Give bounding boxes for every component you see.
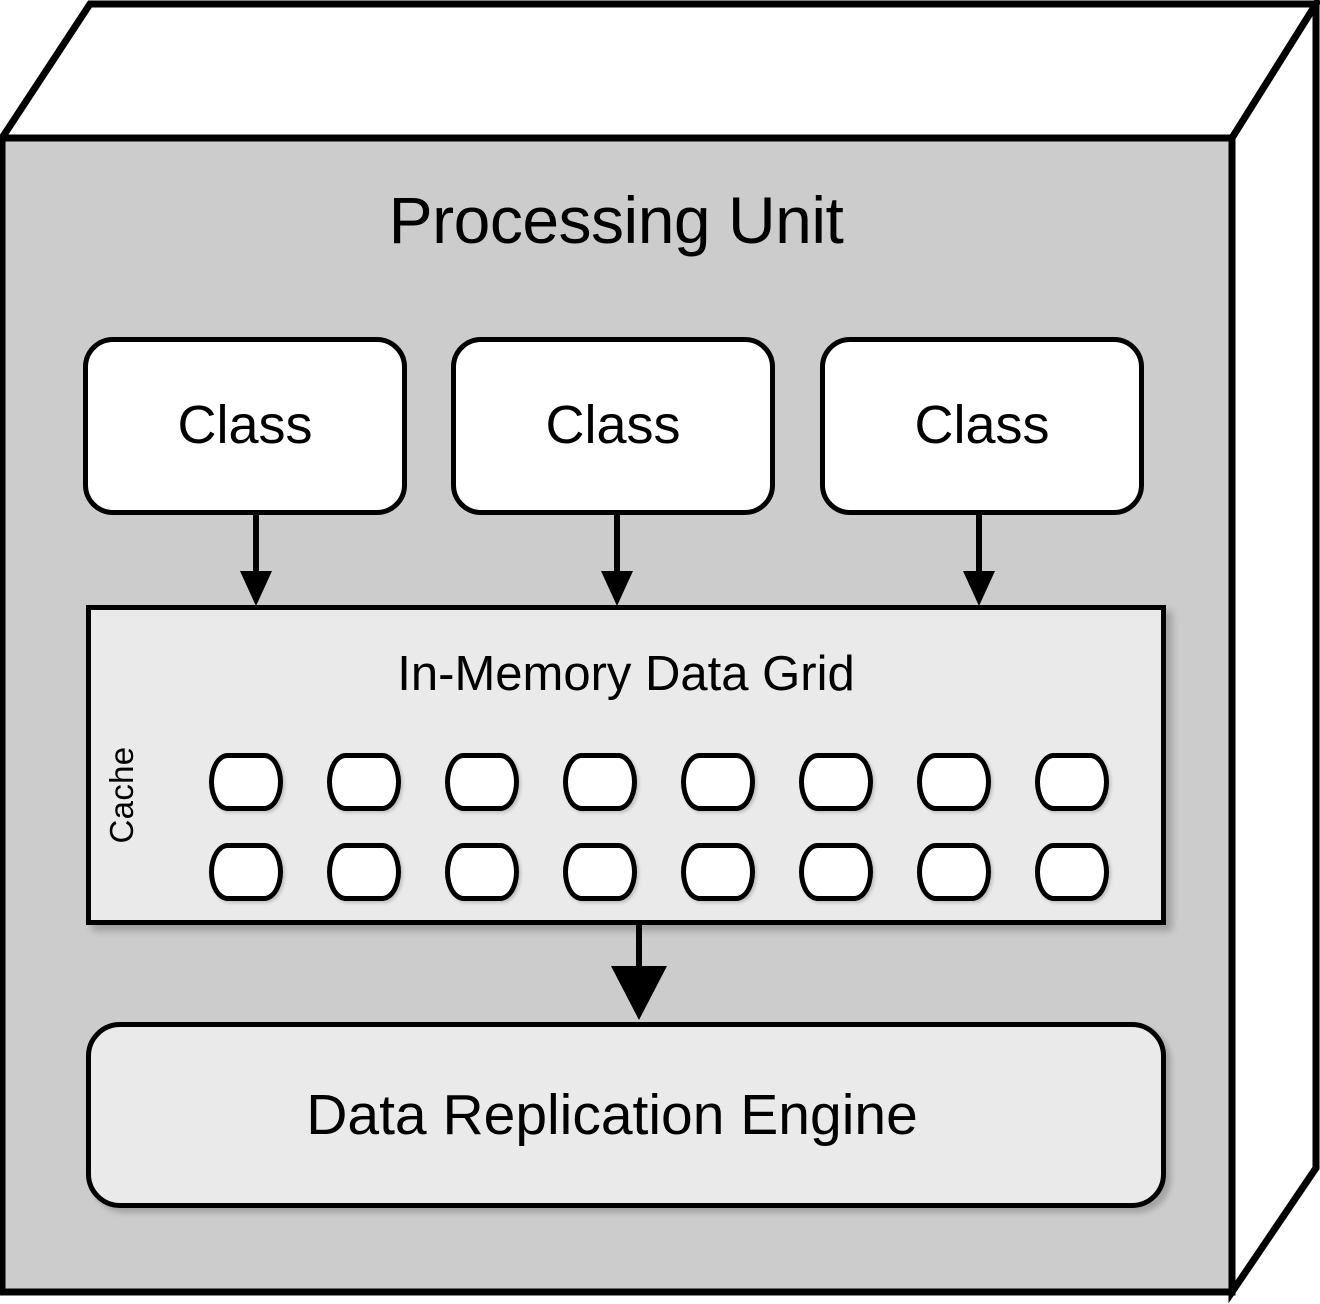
- arrow-class-3-to-grid: [963, 515, 995, 606]
- class-box-3[interactable]: Class: [820, 337, 1144, 515]
- cache-cell[interactable]: [563, 753, 637, 811]
- cache-cell[interactable]: [209, 753, 283, 811]
- arrow-class-2-to-grid: [601, 515, 633, 606]
- cache-cell[interactable]: [445, 753, 519, 811]
- cache-cell[interactable]: [1035, 753, 1109, 811]
- cache-cell[interactable]: [681, 843, 755, 901]
- class-box-2-label: Class: [545, 395, 681, 455]
- cache-cell[interactable]: [917, 843, 991, 901]
- cache-cell[interactable]: [799, 753, 873, 811]
- cache-cell[interactable]: [209, 843, 283, 901]
- arrow-class-1-to-grid: [240, 515, 272, 606]
- cache-cell[interactable]: [327, 753, 401, 811]
- cache-cell[interactable]: [681, 753, 755, 811]
- data-replication-engine-box[interactable]: Data Replication Engine: [86, 1022, 1166, 1208]
- cache-cell[interactable]: [1035, 843, 1109, 901]
- class-box-1-label: Class: [177, 395, 313, 455]
- data-replication-engine-label: Data Replication Engine: [306, 1083, 918, 1147]
- grid-panel-title: In-Memory Data Grid: [397, 647, 855, 701]
- class-box-2[interactable]: Class: [451, 337, 775, 515]
- cache-cell[interactable]: [917, 753, 991, 811]
- cache-cell[interactable]: [445, 843, 519, 901]
- class-box-1[interactable]: Class: [83, 337, 407, 515]
- cache-label: Cache: [103, 746, 140, 844]
- arrow-grid-to-replication-engine: [611, 922, 667, 1020]
- class-box-3-label: Class: [914, 395, 1050, 455]
- cache-cell[interactable]: [327, 843, 401, 901]
- cache-cell[interactable]: [799, 843, 873, 901]
- cache-cell[interactable]: [563, 843, 637, 901]
- page-title: Processing Unit: [388, 183, 844, 257]
